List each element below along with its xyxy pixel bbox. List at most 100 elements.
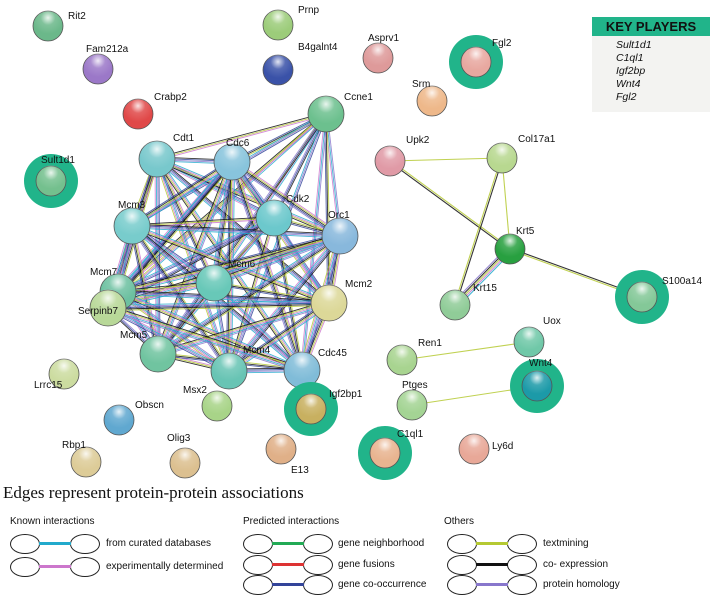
- node-label: Msx2: [183, 385, 207, 396]
- edge-mcm3-orc1: [131, 226, 340, 238]
- legend-swatch-coexpression: [447, 555, 537, 575]
- node-upk2[interactable]: Upk2: [374, 135, 430, 177]
- node-label: Wnt4: [529, 358, 553, 369]
- node-shine: [388, 344, 416, 372]
- edge-mcm3-orc1: [132, 224, 341, 236]
- node-cdc45[interactable]: Cdc45: [283, 348, 347, 389]
- node-krt15[interactable]: Krt15: [439, 283, 497, 321]
- node-ren1[interactable]: Ren1: [386, 338, 442, 376]
- node-shine: [264, 54, 292, 82]
- node-shine: [140, 140, 174, 173]
- key-players-list: Sult1d1 C1ql1 Igf2bp Wnt4 Fgl2: [592, 36, 710, 104]
- node-fam212a[interactable]: Fam212a: [82, 44, 129, 85]
- edge-cdk2-mcm4: [229, 218, 276, 372]
- edge-cdt1-mcm5: [155, 159, 158, 355]
- node-lrrc15[interactable]: Lrrc15: [34, 358, 80, 391]
- node-asprv1[interactable]: Asprv1: [362, 33, 400, 74]
- node-label: C1ql1: [397, 429, 424, 440]
- node-rit2[interactable]: Rit2: [32, 10, 86, 42]
- node-orc1[interactable]: Orc1: [321, 210, 359, 255]
- node-igf2bp1[interactable]: Igf2bp1: [284, 382, 363, 436]
- node-cdc6[interactable]: Cdc6: [213, 138, 251, 181]
- node-prnp[interactable]: Prnp: [262, 5, 320, 41]
- edge-mcm7-mcm4: [118, 290, 231, 370]
- node-rbp1[interactable]: Rbp1: [62, 440, 102, 478]
- edge-mcm6-mcm2: [214, 281, 330, 303]
- node-label: Ptges: [402, 380, 428, 391]
- node-serpinb7[interactable]: Serpinb7: [78, 289, 127, 327]
- node-mcm2[interactable]: Mcm2: [310, 279, 373, 322]
- edge-ccne1-orc1: [325, 113, 341, 237]
- node-label: Rbp1: [62, 440, 86, 451]
- edge-ccne1-mcm7: [116, 112, 326, 292]
- node-label: Sult1d1: [41, 155, 75, 166]
- edge-cdc6-mcm5: [157, 161, 233, 355]
- edge-mcm4-serpinb7: [108, 307, 230, 371]
- node-label: Cdt1: [173, 133, 195, 144]
- node-b4galnt4[interactable]: B4galnt4: [262, 42, 338, 86]
- legend-bar: [272, 563, 304, 566]
- edge-cdc6-orc1: [231, 161, 341, 237]
- node-uox[interactable]: Uox: [513, 316, 561, 358]
- edge-mcm2-mcm4: [230, 304, 331, 374]
- edge-cdk2-cdc45: [273, 217, 303, 371]
- node-shine: [171, 447, 199, 475]
- node-mcm5[interactable]: Mcm5: [120, 330, 177, 373]
- node-label: Mcm3: [118, 200, 146, 211]
- node-shine: [215, 143, 249, 176]
- edge-cdk2-mcm3: [132, 218, 275, 228]
- node-shine: [376, 145, 404, 173]
- node-wnt4[interactable]: Wnt4: [510, 358, 564, 413]
- edge-mcm2-serpinb7: [108, 305, 330, 312]
- node-shine: [462, 46, 490, 74]
- edge-cdt1-mcm5: [157, 158, 160, 354]
- legend-bar: [476, 563, 508, 566]
- node-c1ql1[interactable]: C1ql1: [358, 426, 424, 480]
- node-ccne1[interactable]: Ccne1: [307, 92, 373, 133]
- node-cdk2[interactable]: Cdk2: [255, 194, 310, 237]
- legend-swatch-homology: [447, 575, 537, 595]
- node-srm[interactable]: Srm: [412, 79, 448, 117]
- node-col17a1[interactable]: Col17a1: [486, 134, 556, 174]
- node-mcm3[interactable]: Mcm3: [113, 200, 151, 245]
- node-cdt1[interactable]: Cdt1: [138, 133, 195, 178]
- edge-ccne1-cdt1: [156, 113, 327, 160]
- node-shine: [371, 437, 399, 465]
- edge-cdt1-orc1: [156, 159, 340, 238]
- node-mcm6[interactable]: Mcm6: [195, 259, 256, 302]
- legend-label-neighborhood: gene neighborhood: [338, 538, 425, 549]
- node-msx2[interactable]: Msx2: [183, 385, 233, 422]
- edge-cdt1-orc1: [157, 157, 341, 236]
- node-krt5[interactable]: Krt5: [494, 226, 535, 265]
- edge-cdc45-serpinb7: [107, 308, 302, 372]
- legend-swatch-cooccurrence: [243, 575, 333, 595]
- node-label: Obscn: [135, 400, 164, 411]
- node-e13[interactable]: E13: [265, 433, 309, 476]
- node-s100a14[interactable]: S100a14: [615, 270, 702, 324]
- node-crabp2[interactable]: Crabp2: [122, 92, 187, 130]
- legend-swatch-neighborhood: [243, 534, 333, 554]
- edge-cdc6-mcm3: [131, 161, 233, 227]
- node-fgl2[interactable]: Fgl2: [449, 35, 512, 89]
- edge-cdt1-cdk2: [155, 160, 274, 221]
- edge-cdc6-orc1: [230, 163, 339, 239]
- node-olig3[interactable]: Olig3: [167, 433, 201, 479]
- edge-mcm2-mcm5: [157, 302, 330, 355]
- edge-ccne1-orc1: [324, 114, 340, 237]
- node-shine: [124, 98, 152, 126]
- node-obscn[interactable]: Obscn: [103, 400, 164, 436]
- edge-ccne1-cdk2: [273, 113, 327, 219]
- edge-mcm3-mcm4: [132, 225, 230, 371]
- node-shine: [264, 9, 292, 37]
- node-mcm4[interactable]: Mcm4: [210, 345, 271, 390]
- key-players-panel: KEY PLAYERS Sult1d1 C1ql1 Igf2bp Wnt4 Fg…: [592, 17, 710, 112]
- edge-ccne1-cdt1: [156, 112, 326, 159]
- key-player-item: Fgl2: [616, 91, 637, 103]
- node-shine: [496, 233, 524, 261]
- node-ptges[interactable]: Ptges: [396, 380, 428, 421]
- node-shine: [523, 370, 551, 398]
- node-sult1d1[interactable]: Sult1d1: [24, 154, 78, 208]
- node-ly6d[interactable]: Ly6d: [458, 433, 513, 465]
- edge-cdc6-mcm5: [160, 162, 235, 356]
